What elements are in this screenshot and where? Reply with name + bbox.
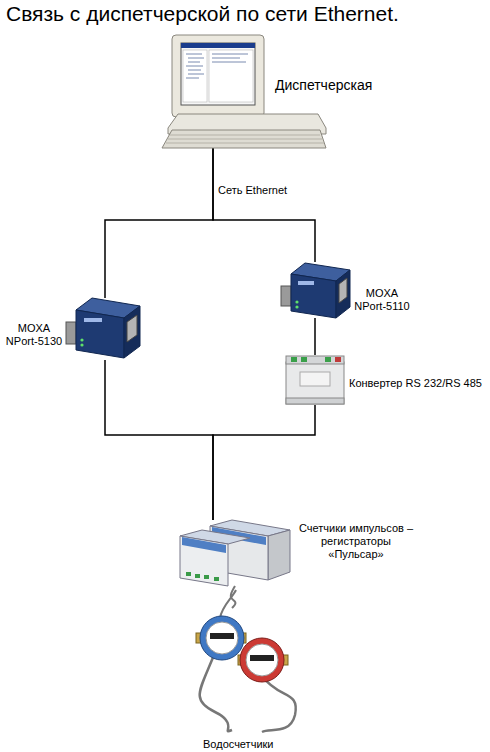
device-label: MOXA NPort-5110: [351, 287, 413, 313]
device-label: Счетчики импульсов – регистраторы «Пульс…: [294, 522, 418, 562]
network-line: [105, 148, 213, 298]
diagram-title: Связь с диспетчерской по сети Ethernet.: [6, 2, 490, 26]
device-node: Диспетчерская: [160, 35, 326, 148]
pulse-counter-illustration: [180, 520, 290, 586]
device-label: Диспетчерская: [275, 77, 405, 94]
network-line: [105, 360, 213, 520]
converter-illustration: [286, 356, 344, 404]
water-meter-illustration: [196, 590, 296, 732]
network-label: Сеть Ethernet: [218, 184, 287, 196]
device-label: Водосчетчики: [203, 738, 303, 751]
network-line: [314, 318, 316, 355]
device-server-illustration: [66, 298, 140, 358]
device-label: MOXA NPort-5130: [3, 322, 65, 348]
network-line: [213, 405, 315, 520]
device-node: MOXA NPort-5130: [66, 298, 142, 360]
device-node: Счетчики импульсов – регистраторы «Пульс…: [178, 520, 290, 586]
device-node: Водосчетчики: [195, 608, 305, 728]
device-server-illustration: [281, 263, 350, 318]
device-node: MOXA NPort-5110: [281, 262, 353, 318]
device-label: Конвертер RS 232/RS 485: [349, 377, 489, 390]
network-line: [213, 148, 315, 262]
device-node: Конвертер RS 232/RS 485: [285, 355, 345, 405]
